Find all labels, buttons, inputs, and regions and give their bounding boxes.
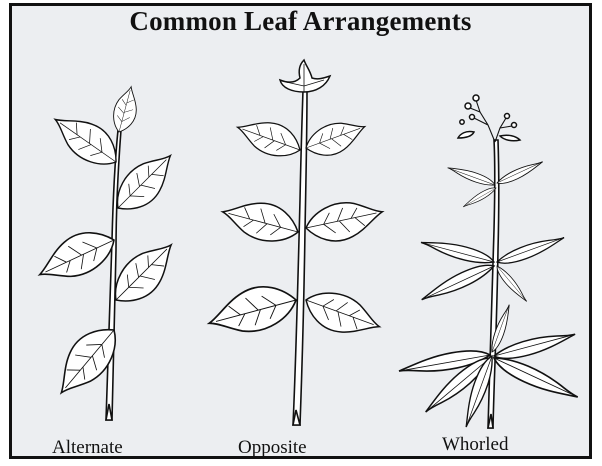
alternate-leaf (31, 221, 122, 291)
opposite-leaf (204, 278, 302, 342)
alternate-stem (106, 130, 121, 420)
opposite-leaf (218, 193, 303, 249)
whorled-leaf (494, 264, 530, 304)
whorled-leaf (446, 163, 496, 188)
alternate-leaf (46, 317, 128, 405)
opposite-leaf (302, 195, 386, 247)
whorled-plant (397, 95, 580, 429)
whorled-leaf (495, 158, 544, 187)
whorled-leaf (418, 259, 496, 305)
opposite-top-bud (280, 60, 330, 92)
label-alternate: Alternate (52, 437, 123, 459)
opposite-leaf (299, 284, 385, 345)
alternate-leaf (109, 84, 142, 135)
alternate-plant (31, 84, 185, 420)
whorled-leaf (419, 235, 495, 267)
label-opposite: Opposite (238, 437, 307, 459)
opposite-leaf (233, 112, 306, 164)
whorled-flower-cluster (458, 95, 520, 142)
opposite-leaf (301, 114, 370, 163)
label-whorled: Whorled (442, 434, 508, 456)
whorled-leaf (495, 232, 566, 268)
whorled-leaf (490, 352, 580, 405)
whorled-leaf (461, 185, 497, 210)
opposite-plant (204, 60, 387, 425)
